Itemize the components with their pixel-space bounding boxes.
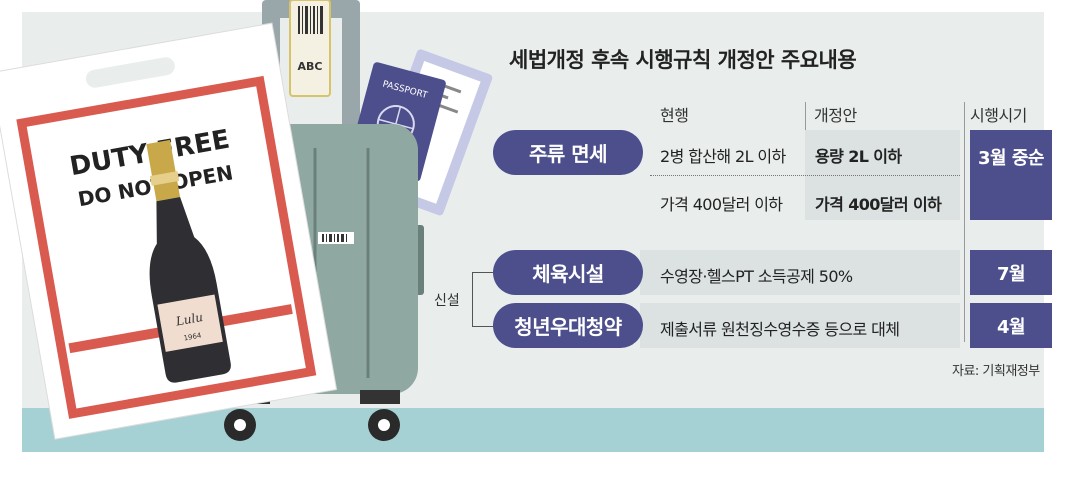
- champagne-bottle-icon: Lulu 1964: [146, 139, 231, 383]
- revised-cell: 가격 400달러 이하: [815, 195, 942, 214]
- effective-cell: 3월 중순: [970, 130, 1052, 220]
- revised-cell: 제출서류 원천징수영수증 등으로 대체: [660, 320, 900, 339]
- luggage-tag-icon: ABC: [289, 0, 331, 97]
- column-header-effective: 시행시기: [970, 106, 1027, 125]
- bottle-year-text: 1964: [183, 331, 202, 342]
- new-label: 신설: [434, 293, 460, 309]
- row-separator: [650, 175, 960, 176]
- effective-cell: 7월: [970, 250, 1052, 295]
- current-cell: 가격 400달러 이하: [660, 195, 783, 214]
- category-pill-liquor: 주류 면세: [493, 130, 643, 175]
- category-pill-youth: 청년우대청약: [493, 303, 643, 348]
- new-bracket: [472, 272, 494, 327]
- column-header-revised: 개정안: [814, 106, 857, 125]
- column-header-current: 현행: [660, 106, 689, 125]
- revised-cell: 수영장·헬스PT 소득공제 50%: [660, 267, 853, 286]
- bottle-label-text: Lulu: [174, 310, 204, 329]
- effective-cell: 4월: [970, 303, 1052, 348]
- column-divider: [964, 102, 965, 342]
- source-note: 자료: 기획재정부: [952, 364, 1040, 379]
- current-cell: 2병 합산해 2L 이하: [660, 147, 786, 166]
- revised-cell: 용량 2L 이하: [815, 147, 902, 166]
- chart-title: 세법개정 후속 시행규칙 개정안 주요내용: [509, 48, 857, 72]
- luggage-tag-text: ABC: [298, 60, 323, 73]
- category-pill-sports: 체육시설: [493, 250, 643, 295]
- revised-cell-band: [640, 250, 960, 295]
- revised-cell-band: [640, 303, 960, 348]
